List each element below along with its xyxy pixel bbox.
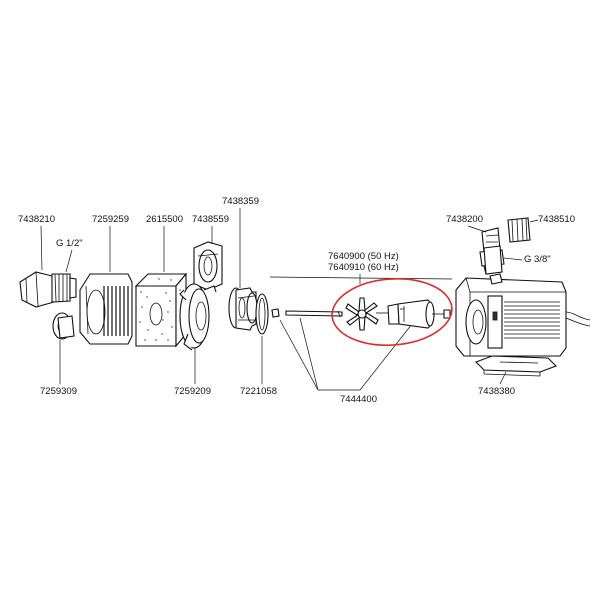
label-2615500: 2615500 [146, 214, 183, 225]
outlet-adapter[interactable] [483, 245, 503, 275]
cap-disc[interactable] [52, 312, 75, 340]
label-7438359: 7438359 [222, 196, 259, 207]
flange-piece[interactable] [228, 287, 258, 331]
impeller[interactable] [345, 297, 451, 331]
label-7438559: 7438559 [192, 214, 229, 225]
label-7438200: 7438200 [446, 214, 483, 225]
label-7221058: 7221058 [240, 386, 277, 397]
label-7438380: 7438380 [478, 386, 515, 397]
left-fitting[interactable] [19, 271, 77, 308]
label-7444400: 7444400 [340, 394, 377, 405]
label-7640910: 7640910 (60 Hz) [328, 262, 399, 273]
o-ring[interactable] [255, 293, 269, 335]
highlight-circle [331, 278, 453, 346]
label-7640900: 7640900 (50 Hz) [328, 251, 399, 262]
pump-body[interactable] [455, 273, 591, 357]
label-7438510: 7438510 [538, 214, 575, 225]
label-7438210: 7438210 [18, 214, 55, 225]
right-nut[interactable] [507, 217, 531, 243]
label-7259259: 7259259 [92, 214, 129, 225]
label-7259209: 7259209 [174, 386, 211, 397]
label-7259309: 7259309 [40, 386, 77, 397]
shaft-set[interactable] [271, 308, 343, 318]
intake-cover[interactable] [79, 273, 133, 345]
seal-flange[interactable] [193, 241, 223, 291]
label-thread-right: G 3/8" [524, 254, 551, 265]
filter-sponge[interactable] [134, 272, 188, 348]
label-thread-left: G 1/2" [56, 238, 83, 249]
pump-base[interactable] [475, 355, 557, 377]
rotor-housing[interactable] [179, 283, 217, 351]
